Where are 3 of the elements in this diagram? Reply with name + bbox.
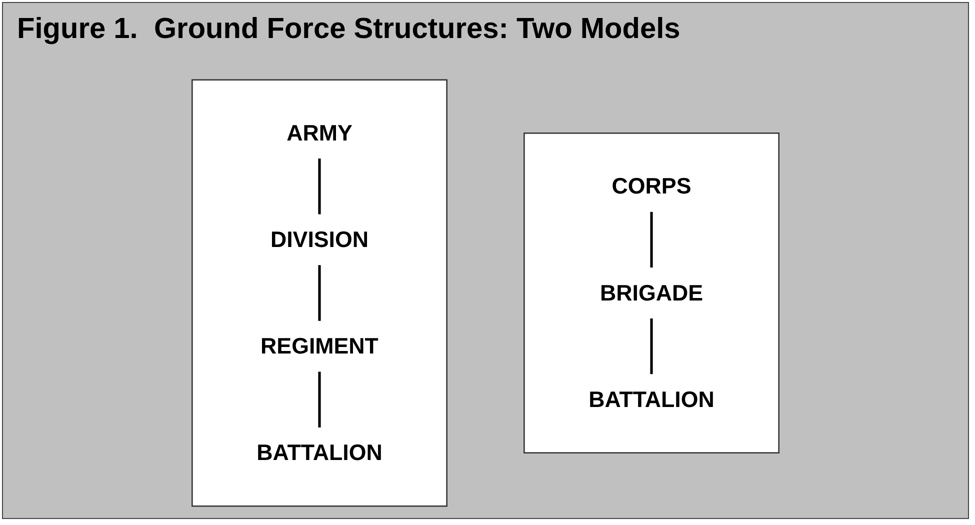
rank-label: BATTALION xyxy=(239,428,400,478)
figure-title: Figure 1. Ground Force Structures: Two Models xyxy=(17,13,680,46)
rank-label: ARMY xyxy=(269,108,370,158)
